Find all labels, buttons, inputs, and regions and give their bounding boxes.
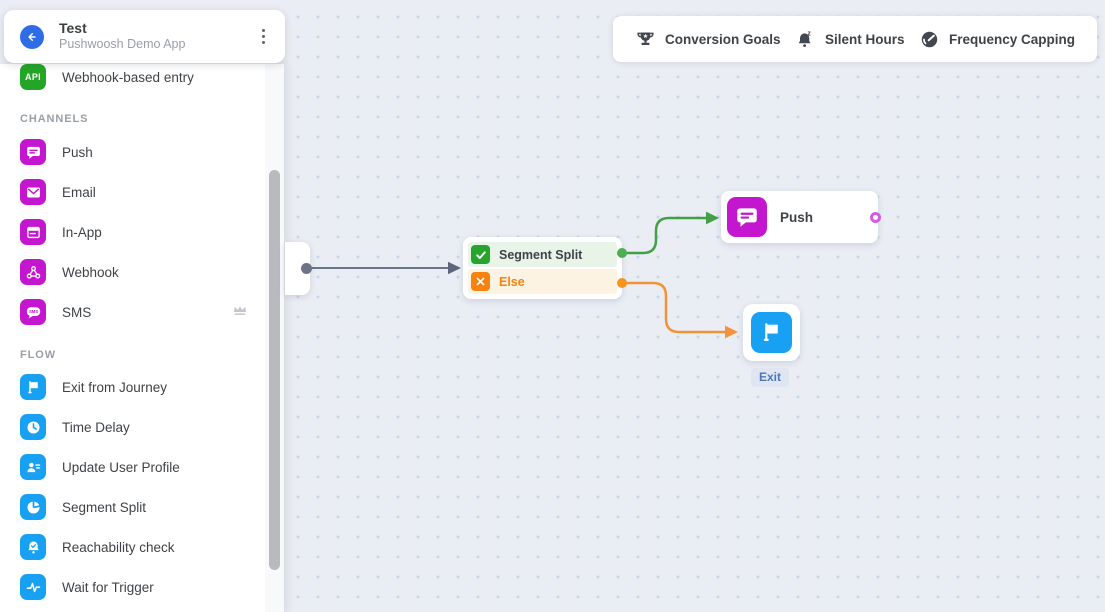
- segment-split-node[interactable]: Segment Split Else: [463, 237, 627, 299]
- sidebar-item-label: Webhook-based entry: [62, 69, 194, 85]
- inapp-icon: [20, 219, 46, 245]
- silent-hours-button[interactable]: z Silent Hours: [795, 29, 905, 50]
- sidebar-item-label: Webhook: [62, 264, 119, 280]
- journey-title-block: Test Pushwoosh Demo App: [59, 20, 185, 53]
- svg-text:z: z: [807, 30, 811, 37]
- journey-header-card: Test Pushwoosh Demo App: [4, 10, 285, 63]
- sidebar-item-label: Update User Profile: [62, 459, 180, 475]
- sidebar-item-in-app[interactable]: In-App: [0, 212, 284, 252]
- sidebar-item-label: SMS: [62, 304, 92, 320]
- branch-true-output-port[interactable]: [617, 248, 627, 258]
- branch-label: Else: [499, 274, 525, 289]
- sidebar-item-wait-for-trigger[interactable]: Wait for Trigger: [0, 567, 284, 607]
- sms-icon: SMS: [20, 299, 46, 325]
- branch-else-output-port[interactable]: [617, 278, 627, 288]
- journey-settings-toolbar: Conversion Goals z Silent Hours Frequenc…: [613, 16, 1097, 62]
- channels-section-label: CHANNELS: [20, 113, 89, 125]
- sidebar-item-label: In-App: [62, 224, 102, 240]
- push-node-label: Push: [780, 209, 814, 225]
- sidebar-item-sms[interactable]: SMS SMS: [0, 292, 284, 332]
- sidebar-item-time-delay[interactable]: Time Delay: [0, 407, 284, 447]
- conversion-goals-button[interactable]: Conversion Goals: [635, 29, 781, 50]
- check-icon: [471, 245, 490, 264]
- gauge-icon: [921, 31, 938, 47]
- user-profile-icon: [20, 454, 46, 480]
- sidebar-item-label: Time Delay: [62, 419, 130, 435]
- sidebar-scrollbar-thumb[interactable]: [269, 170, 280, 570]
- more-options-button[interactable]: [254, 25, 274, 49]
- sidebar-item-exit-from-journey[interactable]: Exit from Journey: [0, 367, 284, 407]
- back-button[interactable]: [20, 24, 44, 49]
- exit-node[interactable]: [743, 304, 800, 361]
- sidebar-item-email[interactable]: Email: [0, 172, 284, 212]
- sidebar-item-label: Reachability check: [62, 539, 175, 555]
- journey-title: Test: [59, 19, 87, 36]
- sidebar-item-label: Wait for Trigger: [62, 579, 154, 595]
- segment-split-branch-else[interactable]: Else: [468, 269, 617, 294]
- entry-output-port[interactable]: [301, 263, 312, 274]
- arrow-left-icon: [28, 32, 36, 41]
- x-icon: [471, 272, 490, 291]
- push-icon: [20, 139, 46, 165]
- sidebar-item-label: Segment Split: [62, 499, 147, 515]
- pulse-icon: [20, 574, 46, 600]
- push-node[interactable]: Push: [721, 191, 881, 243]
- sidebar-item-push[interactable]: Push: [0, 132, 284, 172]
- bell-snooze-icon: z: [798, 30, 811, 47]
- crown-premium-icon: [232, 303, 248, 322]
- flag-icon: [751, 312, 792, 353]
- push-output-port[interactable]: [870, 212, 881, 223]
- sidebar-item-label: Exit from Journey: [62, 379, 168, 395]
- email-icon: [20, 179, 46, 205]
- flow-section-label: FLOW: [20, 349, 56, 361]
- journey-subtitle: Pushwoosh Demo App: [59, 37, 186, 52]
- sidebar-item-webhook-based-entry[interactable]: API Webhook-based entry: [0, 64, 284, 90]
- api-icon: API: [20, 64, 46, 90]
- webhook-icon: [20, 259, 46, 285]
- sidebar-palette: API Webhook-based entry CHANNELS Push Em…: [0, 64, 284, 612]
- svg-text:SMS: SMS: [28, 309, 37, 314]
- sidebar-item-label: Email: [62, 184, 96, 200]
- branch-label: Segment Split: [499, 247, 583, 262]
- silent-hours-label: Silent Hours: [825, 31, 905, 47]
- sidebar-item-webhook[interactable]: Webhook: [0, 252, 284, 292]
- segment-split-icon: [20, 494, 46, 520]
- segment-split-branch-true[interactable]: Segment Split: [468, 242, 617, 267]
- entry-node-stub[interactable]: [285, 242, 312, 295]
- exit-node-label: Exit: [751, 368, 790, 387]
- push-icon: [727, 197, 767, 237]
- sidebar-item-label: Push: [62, 144, 93, 160]
- clock-icon: [20, 414, 46, 440]
- sidebar-item-reachability-check[interactable]: Reachability check: [0, 527, 284, 567]
- frequency-capping-button[interactable]: Frequency Capping: [919, 29, 1075, 50]
- sidebar-item-update-user-profile[interactable]: Update User Profile: [0, 447, 284, 487]
- conversion-goals-label: Conversion Goals: [665, 31, 781, 47]
- bell-check-icon: [20, 534, 46, 560]
- trophy-icon: [637, 32, 654, 45]
- frequency-capping-label: Frequency Capping: [948, 31, 1075, 47]
- sidebar-item-segment-split[interactable]: Segment Split: [0, 487, 284, 527]
- flag-icon: [20, 374, 46, 400]
